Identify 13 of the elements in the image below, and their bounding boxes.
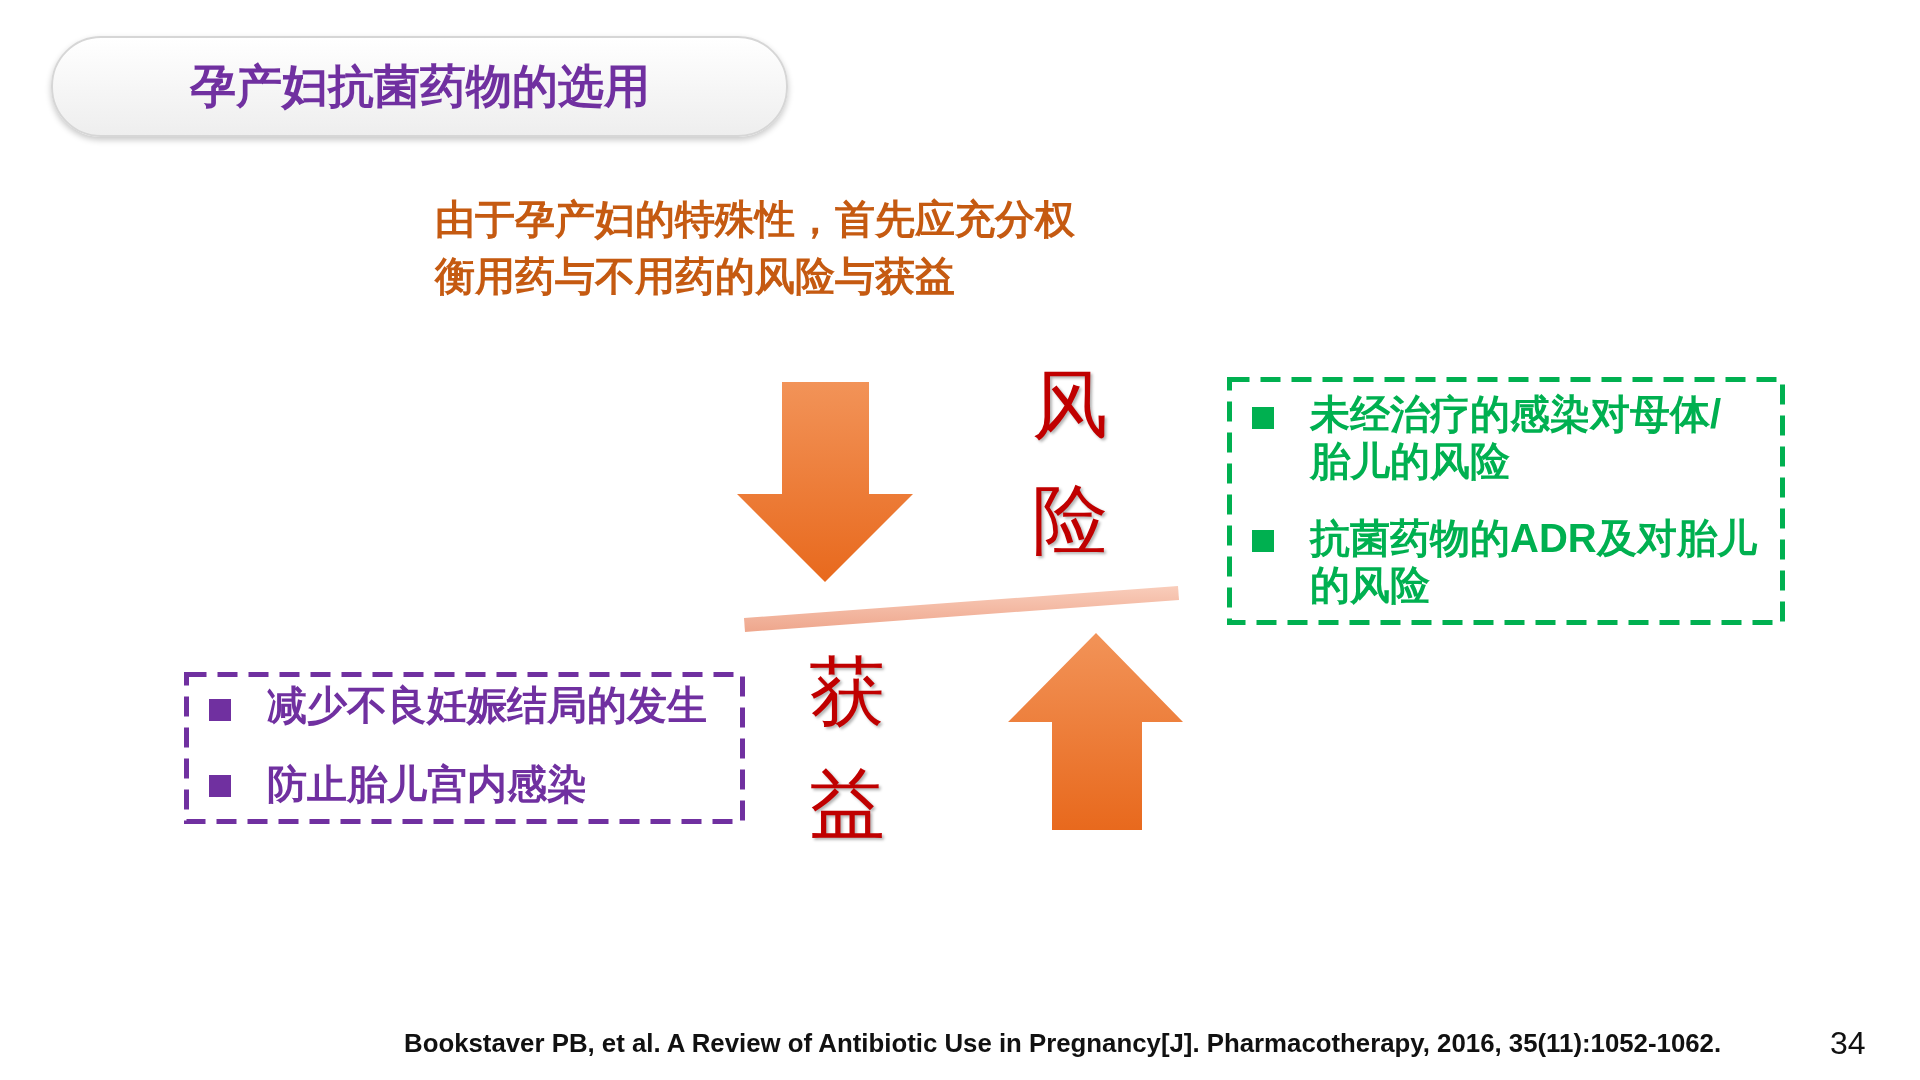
list-item-text: 减少不良妊娠结局的发生 (267, 682, 708, 729)
citation-text: Bookstaver PB, et al. A Review of Antibiotic Use in Pregnancy[J]. Pharmacotherapy, 2016, 35(11):1052-1062. (404, 1028, 1722, 1058)
dashed-box (1227, 377, 1785, 625)
page-number: 34 (1830, 1024, 1866, 1062)
seesaw-beam (744, 586, 1179, 632)
list-item-text: 防止胎儿宫内感染 (267, 761, 588, 808)
dashed-box (184, 672, 745, 824)
intro-text: 由于孕产妇的特殊性，首先应充分权衡用药与不用药的风险与获益 (435, 196, 1076, 300)
title-banner: 孕产妇抗菌药物的选用 (51, 36, 788, 137)
list-item-text: 未经治疗的感染对母体/胎儿的风险 (1310, 391, 1723, 485)
vertical-label: 获益 (809, 648, 886, 848)
list-item-text: 抗菌药物的ADR及对胎儿的风险 (1310, 515, 1758, 609)
vertical-label: 风险 (1032, 361, 1109, 564)
